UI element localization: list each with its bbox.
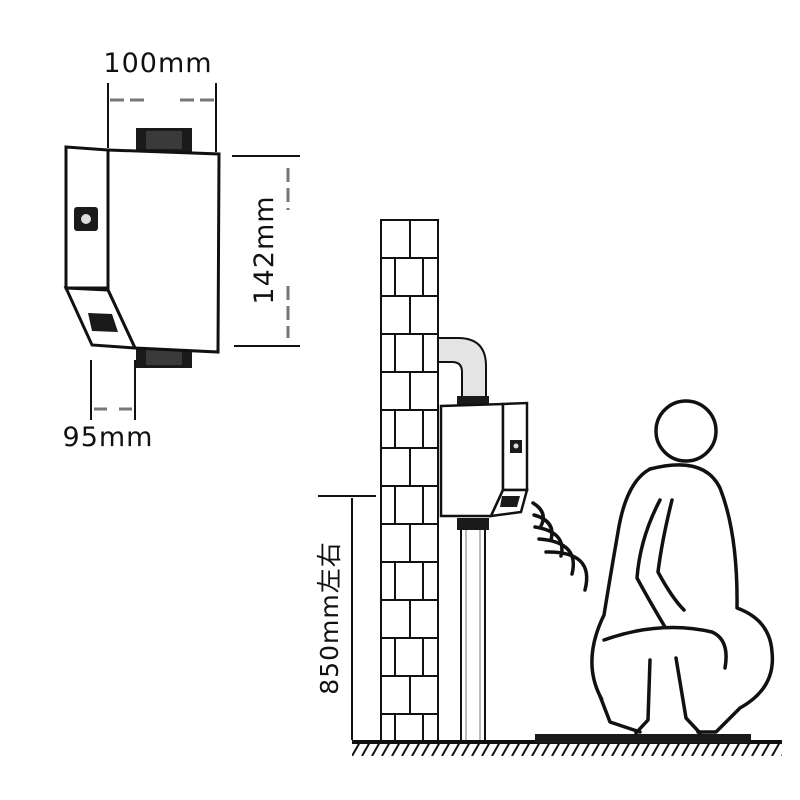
mount-height-dimension: 850mm左右 — [315, 495, 376, 740]
drain-pipe — [457, 518, 489, 743]
ground-icon — [352, 734, 782, 756]
unit-body-side-view — [63, 145, 221, 354]
inlet-pipe — [437, 337, 487, 399]
width-dimension: 100mm — [103, 48, 217, 152]
sensor-window-icon — [88, 313, 118, 332]
installation-scene: 850mm左右 — [315, 219, 782, 756]
height-label: 142mm — [249, 195, 280, 304]
brick-wall-icon — [380, 219, 439, 743]
installed-unit-icon — [439, 401, 529, 518]
sensor-waves-icon — [531, 501, 589, 592]
mount-height-label: 850mm左右 — [315, 541, 344, 694]
floor-plate — [535, 734, 751, 743]
depth-dimension: 95mm — [63, 360, 154, 453]
width-label: 100mm — [103, 48, 212, 79]
squatting-person-icon — [590, 399, 775, 735]
depth-label: 95mm — [63, 422, 154, 453]
height-dimension: 142mm — [232, 155, 300, 347]
dimension-view: 100mm 142mm — [63, 48, 300, 453]
